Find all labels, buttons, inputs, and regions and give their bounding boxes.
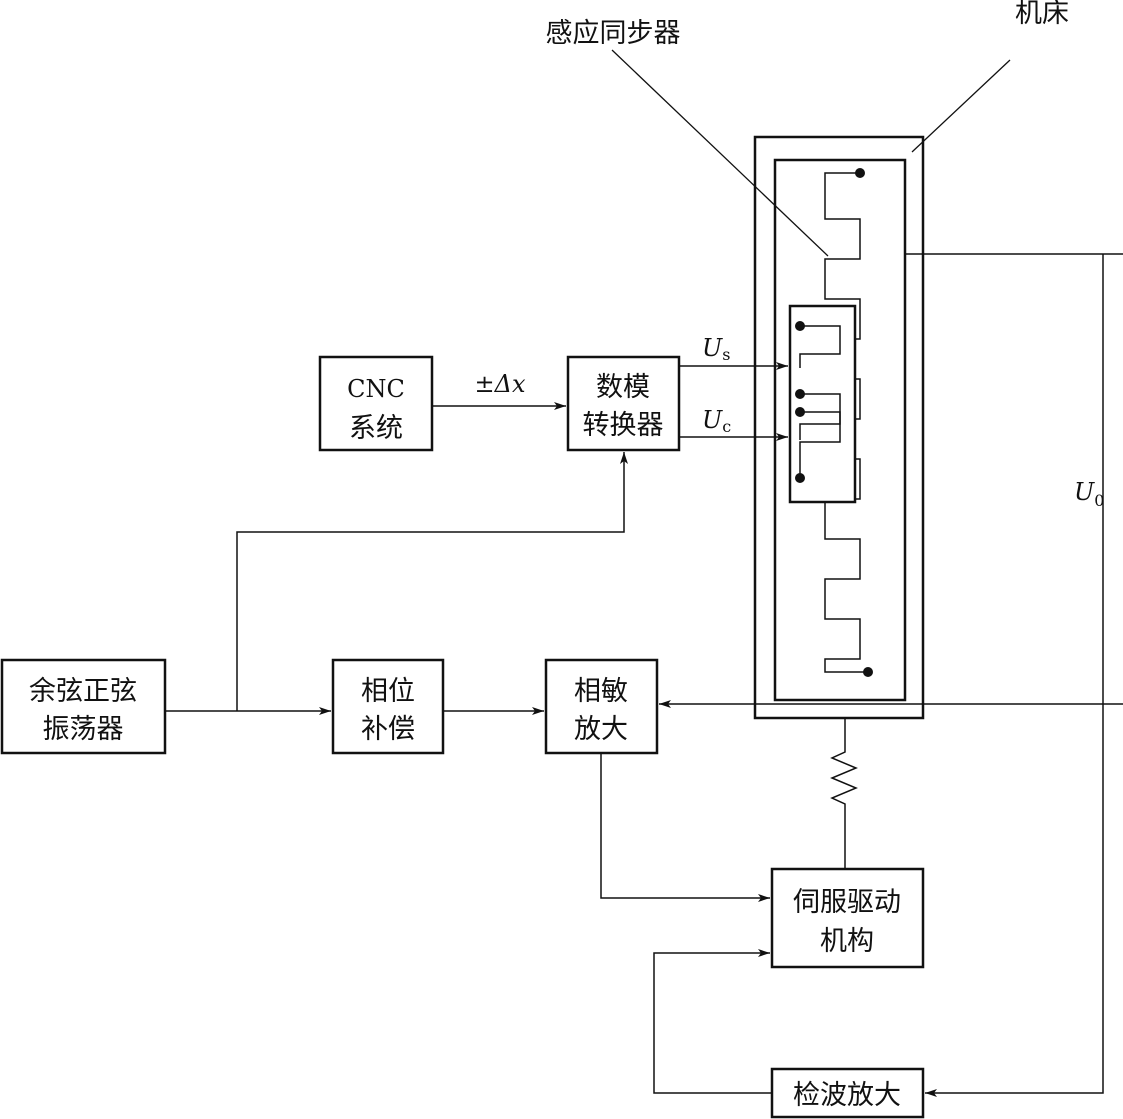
detector-amplifier-block: 检波放大 [770, 1067, 925, 1119]
cnc-system-label-line2: 系统 [349, 413, 403, 444]
phase-compensation-label-line2: 补偿 [361, 714, 415, 745]
delta-x-label: ±Δx [475, 370, 526, 398]
oscillator-block: 余弦正弦 振荡器 [0, 658, 167, 755]
machine-label: 机床 [1015, 0, 1069, 29]
dac-label-line2: 转换器 [583, 410, 664, 441]
dac-label-line1: 数模 [596, 372, 650, 403]
u0-to-detector-arrow [925, 254, 1104, 1097]
detector-amplifier-label: 检波放大 [793, 1080, 901, 1111]
phase-sensitive-amplifier-label-line1: 相敏 [574, 676, 628, 707]
phase-compensation-block: 相位 补偿 [331, 658, 445, 755]
cnc-system-block: CNC 系统 [318, 355, 434, 452]
oscillator-label-line2: 振荡器 [43, 714, 124, 745]
synchro-leader-line [611, 49, 829, 257]
servo-drive-block: 伺服驱动 机构 [770, 867, 925, 969]
amplifier-to-servo-arrow [600, 753, 770, 902]
us-label: Us [702, 334, 730, 364]
scale-terminal-bottom [863, 667, 873, 677]
synchro-label: 感应同步器 [546, 18, 681, 49]
servo-drive-label-line1: 伺服驱动 [793, 887, 901, 918]
phase-sensitive-amplifier-block: 相敏 放大 [544, 658, 659, 755]
inductosyn-slider [788, 304, 857, 504]
machine-leader-line [911, 59, 1011, 153]
cnc-system-label-line1: CNC [347, 375, 405, 403]
phase-compensation-label-line1: 相位 [361, 676, 415, 707]
oscillator-to-dac-arrow [236, 452, 628, 711]
oscillator-label-line1: 余弦正弦 [29, 676, 137, 707]
dac-block: 数模 转换器 [566, 355, 681, 452]
servo-drive-label-line2: 机构 [820, 926, 874, 957]
mechanical-spring-link [830, 718, 858, 869]
sine-winding-terminal [795, 321, 805, 331]
u0-label: U0 [1074, 478, 1104, 510]
signal-lines [165, 253, 1123, 1097]
cosine-winding-terminal [795, 407, 805, 417]
sine-winding-terminal-2 [795, 389, 805, 399]
detector-to-servo-arrow [653, 949, 772, 1094]
uc-label: Uc [702, 406, 731, 436]
cosine-winding-terminal-2 [795, 473, 805, 483]
machine-tool-frame [753, 135, 925, 720]
scale-terminal-top [855, 168, 865, 178]
phase-sensitive-amplifier-label-line2: 放大 [574, 714, 628, 745]
